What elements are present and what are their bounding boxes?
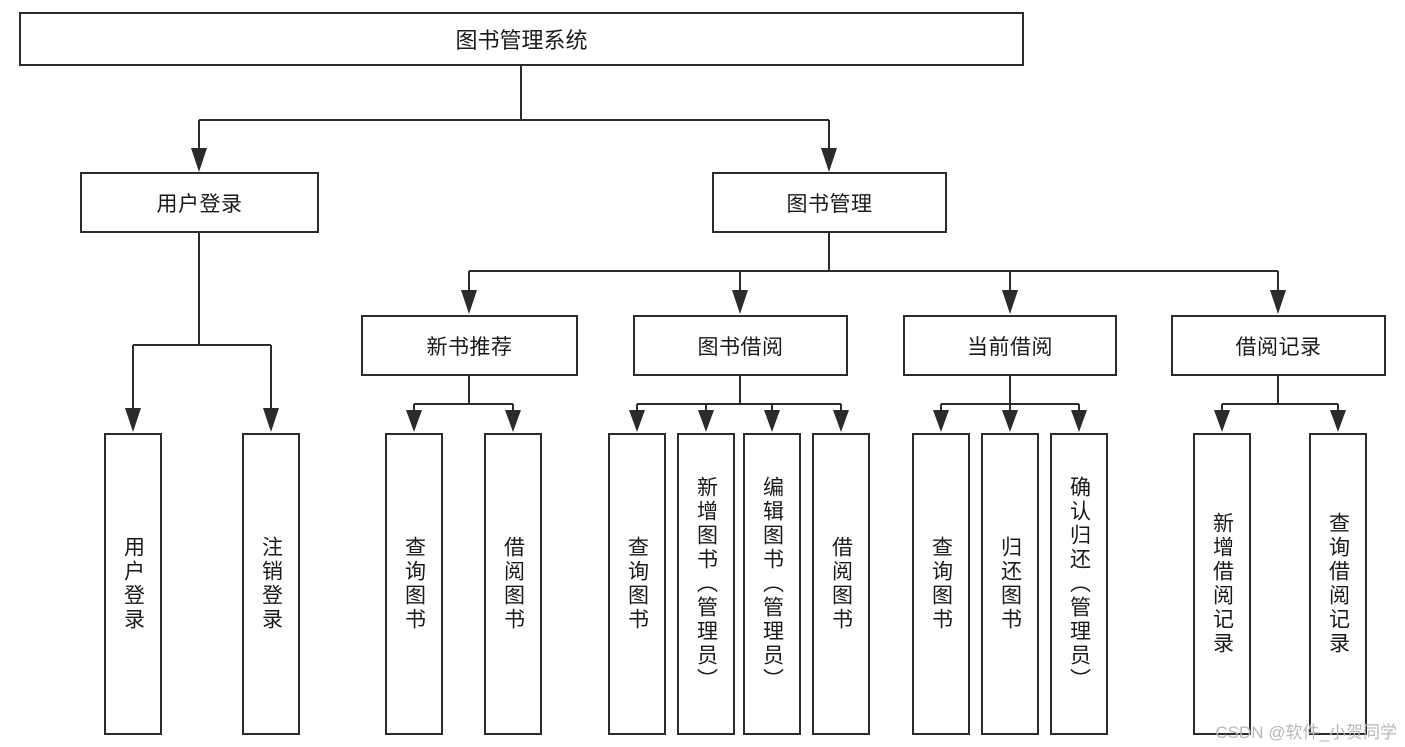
node-leaf-confirm-return-label: 确认归还（管理员）	[1067, 476, 1091, 692]
arrowhead-user-login	[191, 148, 207, 172]
arrowhead-borrow-book-2	[833, 410, 849, 432]
node-leaf-edit-book-label: 编辑图书（管理员）	[760, 476, 784, 692]
arrowhead-borrow-book-1	[505, 410, 521, 432]
node-leaf-add-book[interactable]: 新增图书（管理员）	[677, 433, 735, 735]
arrowhead-borrow	[732, 290, 748, 314]
arrowhead-query-book-1	[406, 410, 422, 432]
node-leaf-add-book-label: 新增图书（管理员）	[694, 476, 718, 692]
node-new-book-label: 新书推荐	[426, 335, 513, 359]
node-leaf-borrow-book-1-label: 借阅图书	[501, 536, 525, 632]
node-leaf-borrow-book-1[interactable]: 借阅图书	[484, 433, 542, 735]
node-new-book[interactable]: 新书推荐	[361, 315, 578, 376]
node-leaf-return-book[interactable]: 归还图书	[981, 433, 1039, 735]
arrowhead-record	[1270, 290, 1286, 314]
node-current-borrow-label: 当前借阅	[967, 335, 1053, 359]
arrowhead-edit-book	[764, 410, 780, 432]
node-leaf-query-record[interactable]: 查询借阅记录	[1309, 433, 1367, 735]
node-leaf-return-book-label: 归还图书	[998, 536, 1022, 632]
arrowhead-leaf-logout	[263, 408, 279, 432]
node-leaf-query-book-1[interactable]: 查询图书	[385, 433, 443, 735]
node-leaf-add-record-label: 新增借阅记录	[1210, 512, 1234, 656]
watermark: CSDN @软件_小贺同学	[1215, 723, 1397, 742]
node-leaf-borrow-book-2-label: 借阅图书	[829, 536, 853, 632]
arrowhead-book-manage	[821, 148, 837, 172]
node-root-label: 图书管理系统	[455, 28, 588, 53]
node-leaf-user-login-label: 用户登录	[121, 536, 145, 632]
arrowhead-return-book	[1002, 410, 1018, 432]
node-leaf-query-book-2[interactable]: 查询图书	[608, 433, 666, 735]
node-borrow-record[interactable]: 借阅记录	[1171, 315, 1386, 376]
arrowhead-current	[1002, 290, 1018, 314]
node-leaf-query-book-2-label: 查询图书	[625, 536, 649, 632]
node-leaf-query-book-3-label: 查询图书	[929, 536, 953, 632]
arrowhead-new-book	[461, 290, 477, 314]
arrowhead-add-record	[1214, 410, 1230, 432]
node-leaf-edit-book[interactable]: 编辑图书（管理员）	[743, 433, 801, 735]
node-book-borrow[interactable]: 图书借阅	[633, 315, 848, 376]
node-current-borrow[interactable]: 当前借阅	[903, 315, 1117, 376]
node-leaf-logout-label: 注销登录	[259, 536, 283, 632]
node-leaf-logout[interactable]: 注销登录	[242, 433, 300, 735]
arrowhead-query-book-3	[933, 410, 949, 432]
node-leaf-query-book-1-label: 查询图书	[402, 536, 426, 632]
node-leaf-query-record-label: 查询借阅记录	[1326, 512, 1350, 656]
node-book-manage[interactable]: 图书管理	[712, 172, 947, 233]
arrowhead-add-book	[698, 410, 714, 432]
node-user-login[interactable]: 用户登录	[80, 172, 319, 233]
node-leaf-borrow-book-2[interactable]: 借阅图书	[812, 433, 870, 735]
node-borrow-record-label: 借阅记录	[1235, 335, 1322, 359]
node-root[interactable]: 图书管理系统	[19, 12, 1024, 66]
node-leaf-add-record[interactable]: 新增借阅记录	[1193, 433, 1251, 735]
node-book-borrow-label: 图书借阅	[697, 335, 784, 359]
node-book-manage-label: 图书管理	[786, 192, 873, 216]
arrowhead-leaf-user-login	[125, 408, 141, 432]
node-leaf-confirm-return[interactable]: 确认归还（管理员）	[1050, 433, 1108, 735]
node-leaf-user-login[interactable]: 用户登录	[104, 433, 162, 735]
node-leaf-query-book-3[interactable]: 查询图书	[912, 433, 970, 735]
arrowhead-query-book-2	[629, 410, 645, 432]
arrowhead-confirm-return	[1071, 410, 1087, 432]
node-user-login-label: 用户登录	[156, 192, 243, 216]
arrowhead-query-record	[1330, 410, 1346, 432]
